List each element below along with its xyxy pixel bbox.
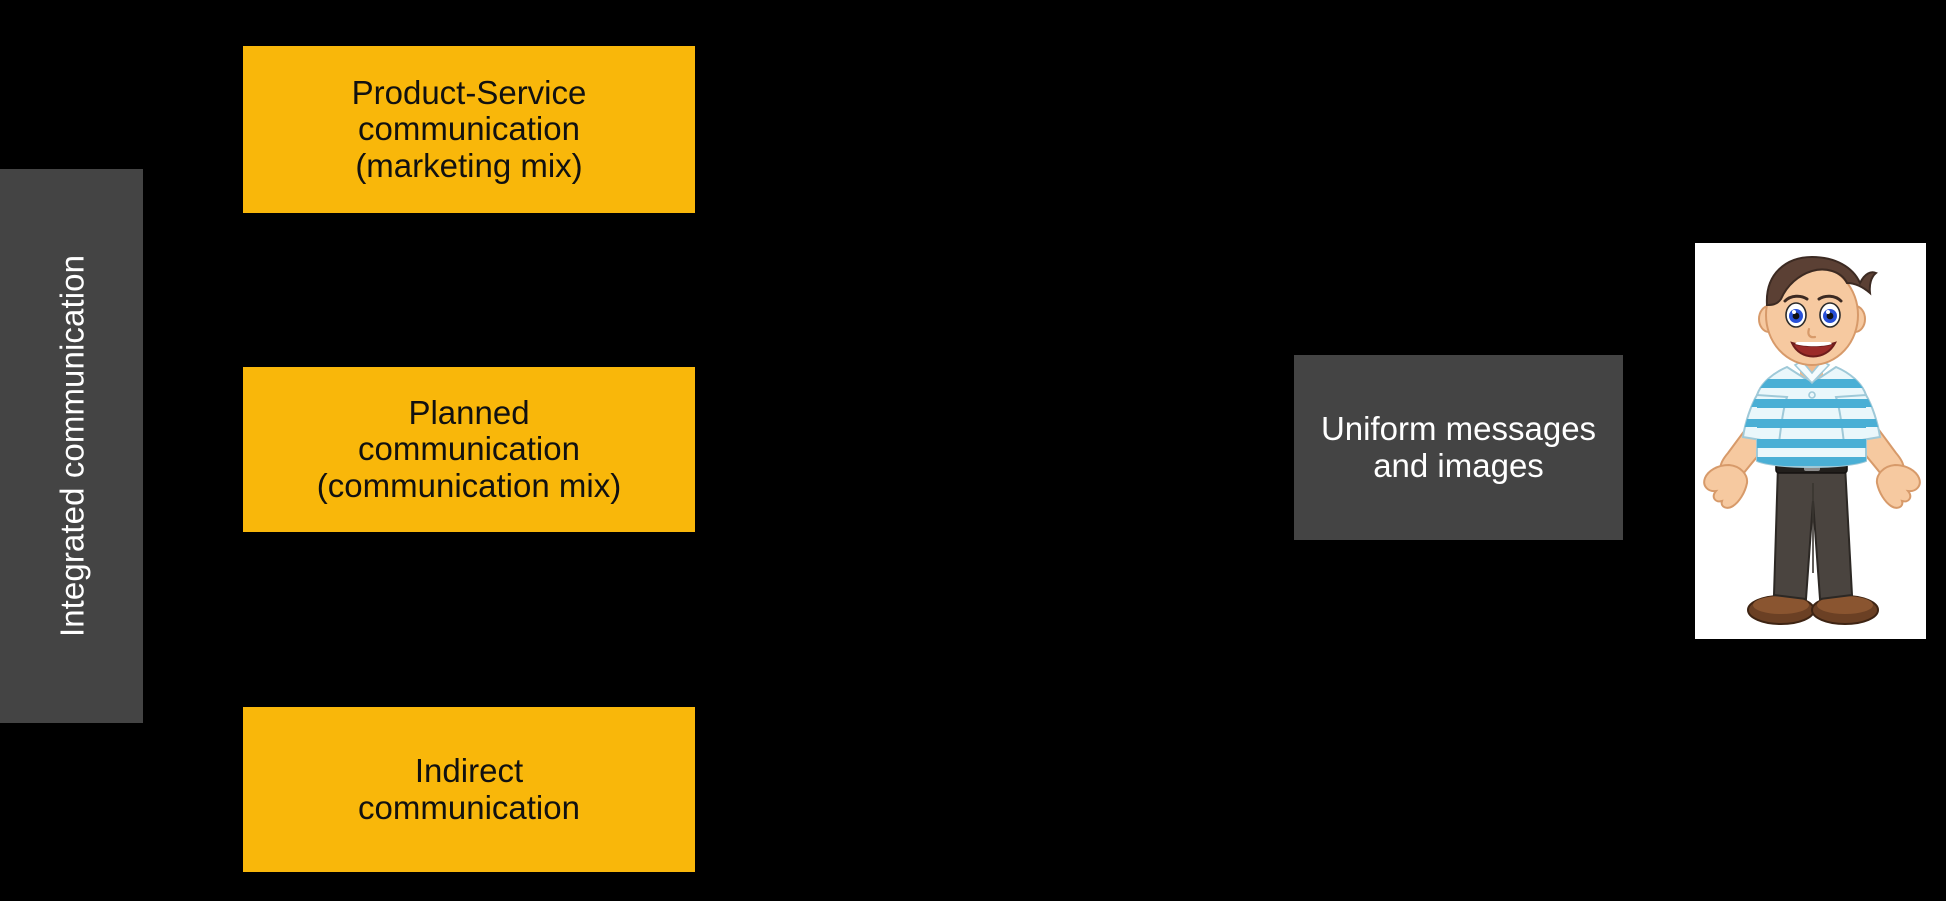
node-line-3: (marketing mix)	[355, 146, 583, 184]
integrated-communication-band: Integrated communication	[0, 169, 143, 723]
node-line-3: (communication mix)	[316, 466, 622, 504]
node-text: Planned communication (communication mix…	[316, 394, 622, 504]
node-line-2: messages and	[1373, 409, 1597, 484]
node-line-1: Product-Service	[351, 74, 587, 112]
node-text: Indirect communication	[358, 752, 580, 826]
node-line-2: communication	[358, 788, 580, 826]
integrated-communication-label: Integrated communication	[53, 254, 90, 638]
cartoon-boy-illustration	[1695, 243, 1926, 639]
node-line-1: Planned	[408, 394, 530, 432]
node-text: Product-Service communication (marketing…	[351, 74, 587, 184]
cartoon-boy-icon	[1695, 243, 1926, 639]
node-line-3: images	[1437, 446, 1544, 484]
node-text: Uniform messages and images	[1302, 409, 1615, 485]
node-planned-communication[interactable]: Planned communication (communication mix…	[243, 367, 695, 532]
node-uniform-messages-and-images[interactable]: Uniform messages and images	[1294, 355, 1623, 540]
node-product-service-communication[interactable]: Product-Service communication (marketing…	[243, 46, 695, 213]
node-line-2: communication	[358, 110, 580, 148]
node-line-1: Uniform	[1320, 409, 1437, 447]
node-line-1: Indirect	[414, 752, 524, 790]
node-indirect-communication[interactable]: Indirect communication	[243, 707, 695, 872]
node-line-2: communication	[358, 430, 580, 468]
